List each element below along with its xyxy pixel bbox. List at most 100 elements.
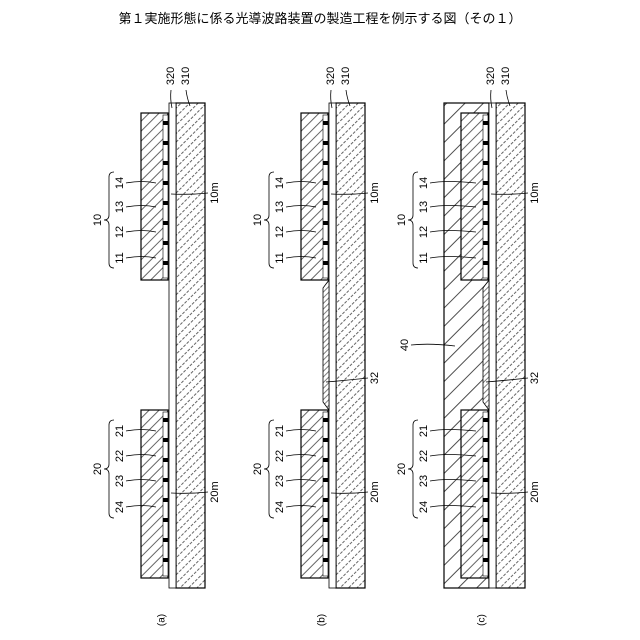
brace-10 xyxy=(104,172,114,268)
component-20-waveguide-strip xyxy=(163,412,168,576)
part-label-14: 14 xyxy=(418,177,430,189)
part-label-13: 13 xyxy=(114,201,126,213)
label-310: 310 xyxy=(180,67,192,85)
label-320: 320 xyxy=(325,67,337,85)
component-20-waveguide-strip xyxy=(483,412,488,576)
part-label-24: 24 xyxy=(274,501,286,513)
brace-20 xyxy=(104,420,114,518)
part-label-23: 23 xyxy=(418,475,430,487)
substrate-310 xyxy=(336,103,365,588)
component-10-optical-element xyxy=(163,141,168,145)
brace-20 xyxy=(408,420,418,518)
component-20-optical-element xyxy=(323,418,328,422)
component-10-optical-element xyxy=(163,121,168,125)
label-32: 32 xyxy=(529,372,541,384)
panel-b: 320310141312111010m212223242020m32(b) xyxy=(252,67,381,626)
part-label-22: 22 xyxy=(114,450,126,462)
part-label-11: 11 xyxy=(114,252,126,263)
component-20-optical-element xyxy=(483,478,488,482)
group-label-20: 20 xyxy=(396,463,408,475)
component-10-optical-element xyxy=(483,121,488,125)
brace-20 xyxy=(264,420,274,518)
component-20-optical-element xyxy=(163,538,168,542)
component-20-optical-element xyxy=(323,438,328,442)
component-10-waveguide-strip xyxy=(483,115,488,278)
component-10-optical-element xyxy=(323,261,328,265)
label-320: 320 xyxy=(485,67,497,85)
caption-b: (b) xyxy=(317,614,328,626)
label-10m: 10m xyxy=(209,182,221,203)
component-20-optical-element xyxy=(163,558,168,562)
component-20-optical-element xyxy=(323,518,328,522)
component-20-optical-element xyxy=(163,478,168,482)
part-label-12: 12 xyxy=(418,226,430,238)
substrate-310 xyxy=(496,103,525,588)
component-20-optical-element xyxy=(323,458,328,462)
label-10m: 10m xyxy=(529,182,541,203)
component-10-optical-element xyxy=(323,181,328,185)
component-10-optical-element xyxy=(323,201,328,205)
part-label-13: 13 xyxy=(274,201,286,213)
part-label-12: 12 xyxy=(274,226,286,238)
component-20-optical-element xyxy=(483,498,488,502)
component-10-optical-element xyxy=(323,221,328,225)
component-20-optical-element xyxy=(163,458,168,462)
label-20m: 20m xyxy=(209,481,221,502)
component-20-optical-element xyxy=(323,498,328,502)
component-10-optical-element xyxy=(163,161,168,165)
layer-320 xyxy=(489,103,496,588)
component-20-optical-element xyxy=(483,458,488,462)
caption-a: (a) xyxy=(157,614,168,626)
component-10-optical-element xyxy=(483,241,488,245)
label-20m: 20m xyxy=(369,481,381,502)
component-10-waveguide-strip xyxy=(323,115,328,278)
group-label-10: 10 xyxy=(92,214,104,226)
component-10-optical-element xyxy=(163,181,168,185)
layer-320 xyxy=(169,103,176,588)
caption-c: (c) xyxy=(477,614,488,626)
component-20-optical-element xyxy=(483,538,488,542)
component-10-optical-element xyxy=(483,161,488,165)
component-20-optical-element xyxy=(483,418,488,422)
part-label-24: 24 xyxy=(418,501,430,513)
layer-32 xyxy=(323,280,329,410)
panel-a: 320310141312111010m212223242020m(a) xyxy=(92,67,221,626)
part-label-12: 12 xyxy=(114,226,126,238)
component-20-optical-element xyxy=(163,418,168,422)
part-label-22: 22 xyxy=(274,450,286,462)
part-label-11: 11 xyxy=(418,252,430,263)
component-20-optical-element xyxy=(323,478,328,482)
part-label-22: 22 xyxy=(418,450,430,462)
part-label-23: 23 xyxy=(274,475,286,487)
label-310: 310 xyxy=(500,67,512,85)
component-10-optical-element xyxy=(483,201,488,205)
group-label-10: 10 xyxy=(396,214,408,226)
group-label-20: 20 xyxy=(252,463,264,475)
component-20-optical-element xyxy=(163,518,168,522)
label-20m: 20m xyxy=(529,481,541,502)
substrate-310 xyxy=(176,103,205,588)
panel-c: 320310141312111010m212223242020m3240(c) xyxy=(396,67,541,626)
part-label-11: 11 xyxy=(274,252,286,263)
component-10-waveguide-strip xyxy=(163,115,168,278)
part-label-13: 13 xyxy=(418,201,430,213)
label-10m: 10m xyxy=(369,182,381,203)
component-20-optical-element xyxy=(163,438,168,442)
component-20-optical-element xyxy=(483,518,488,522)
part-label-14: 14 xyxy=(274,177,286,189)
component-20-optical-element xyxy=(163,498,168,502)
component-10-optical-element xyxy=(163,261,168,265)
component-10-optical-element xyxy=(483,181,488,185)
component-20-optical-element xyxy=(483,558,488,562)
component-20-optical-element xyxy=(323,538,328,542)
part-label-23: 23 xyxy=(114,475,126,487)
label-40: 40 xyxy=(399,339,411,351)
component-20-optical-element xyxy=(323,558,328,562)
component-10-optical-element xyxy=(323,161,328,165)
brace-10 xyxy=(408,172,418,268)
component-10-optical-element xyxy=(323,121,328,125)
component-10-optical-element xyxy=(163,241,168,245)
part-label-24: 24 xyxy=(114,501,126,513)
part-label-21: 21 xyxy=(274,425,286,437)
